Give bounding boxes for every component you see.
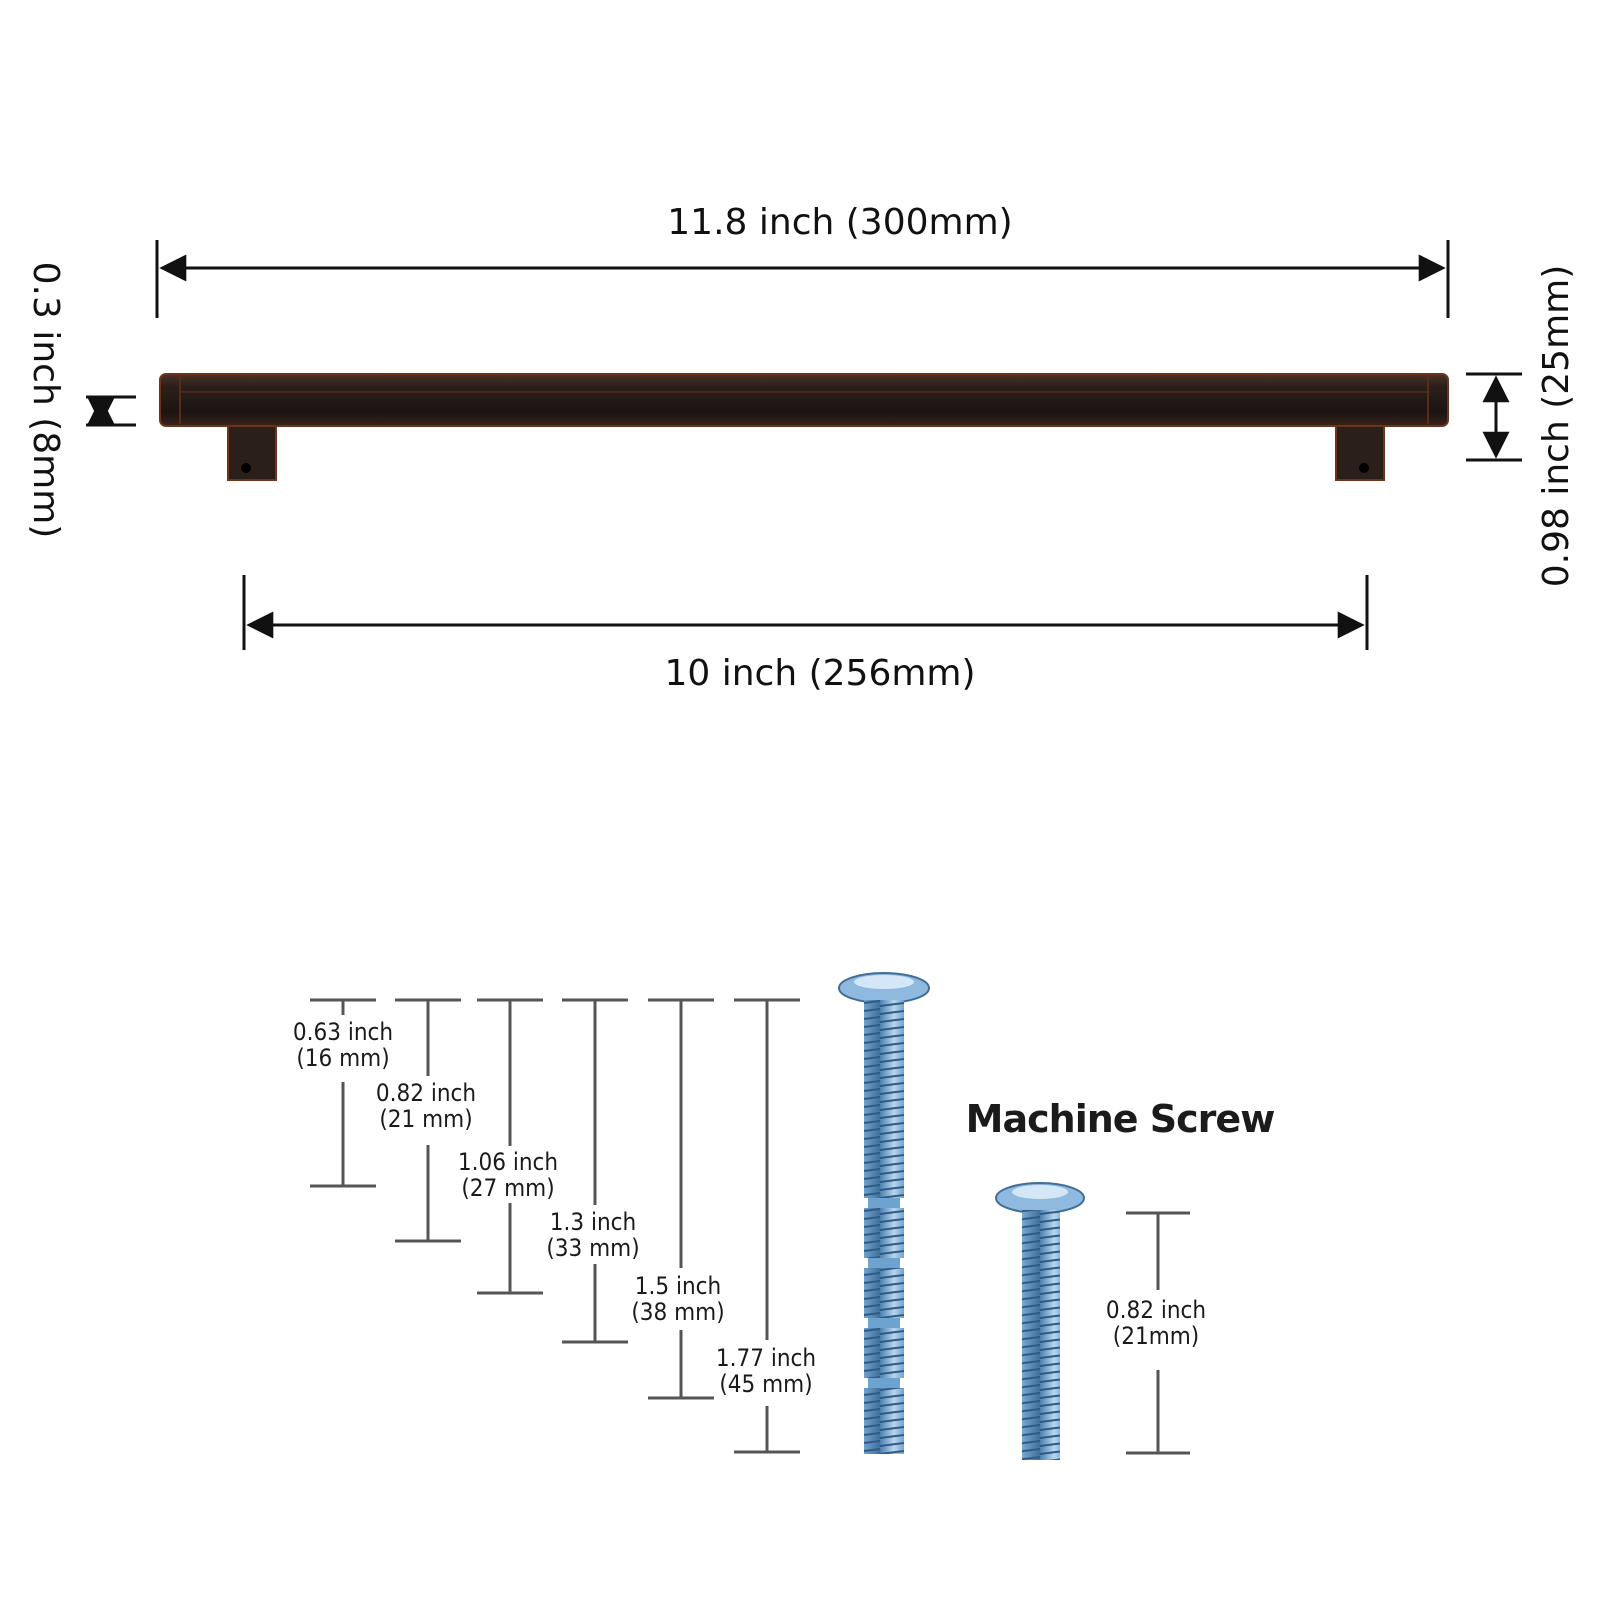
gauge-1-3-inch: 1.3 inch (33 mm) bbox=[546, 998, 640, 1344]
gauge-1-5-mm-value: (38 mm) bbox=[631, 1298, 724, 1326]
gauge-0-82-inch: 0.82 inch (21 mm) bbox=[376, 998, 476, 1243]
gauge-0-82-inch-value: 0.82 inch bbox=[376, 1079, 476, 1107]
gauge-1-3-inch-value: 1.3 inch bbox=[550, 1208, 636, 1236]
screw-length-gauges: 0.63 inch (16 mm) 0.82 inch (21 mm) 1.06… bbox=[293, 998, 816, 1454]
short-machine-screw-image bbox=[995, 1182, 1085, 1460]
gauge-1-77-inch: 1.77 inch (45 mm) bbox=[716, 998, 816, 1454]
projection-dimension: 0.98 inch (25mm) bbox=[1466, 265, 1577, 588]
overall-length-dimension: 11.8 inch (300mm) bbox=[155, 202, 1450, 318]
hole-spacing-dimension: 10 inch (256mm) bbox=[242, 575, 1369, 694]
gauge-1-3-mm-value: (33 mm) bbox=[546, 1234, 639, 1262]
short-screw-inch-value: 0.82 inch bbox=[1106, 1296, 1206, 1324]
gauge-1-06-mm-value: (27 mm) bbox=[461, 1174, 554, 1202]
gauge-0-63-mm-value: (16 mm) bbox=[296, 1044, 389, 1072]
cabinet-pull-handle bbox=[159, 373, 1449, 481]
bar-thickness-dimension: 0.3 inch (8mm) bbox=[25, 262, 136, 539]
gauge-1-77-mm-value: (45 mm) bbox=[719, 1370, 812, 1398]
gauge-0-63-inch-value: 0.63 inch bbox=[293, 1018, 393, 1046]
bar-thickness-label: 0.3 inch (8mm) bbox=[25, 262, 66, 539]
machine-screw-title: Machine Screw bbox=[966, 1097, 1275, 1141]
short-screw-gauge: 0.82 inch (21mm) bbox=[1106, 1211, 1206, 1455]
overall-length-label: 11.8 inch (300mm) bbox=[667, 202, 1012, 243]
projection-label: 0.98 inch (25mm) bbox=[1536, 265, 1577, 588]
gauge-1-77-inch-value: 1.77 inch bbox=[716, 1344, 816, 1372]
gauge-1-5-inch: 1.5 inch (38 mm) bbox=[631, 998, 725, 1400]
breakaway-machine-screw-image bbox=[838, 972, 930, 1454]
gauge-0-82-mm-value: (21 mm) bbox=[379, 1105, 472, 1133]
gauge-1-06-inch-value: 1.06 inch bbox=[458, 1148, 558, 1176]
gauge-0-63-inch: 0.63 inch (16 mm) bbox=[293, 998, 393, 1188]
gauge-1-5-inch-value: 1.5 inch bbox=[635, 1272, 721, 1300]
gauge-1-06-inch: 1.06 inch (27 mm) bbox=[458, 998, 558, 1295]
hole-spacing-label: 10 inch (256mm) bbox=[664, 653, 975, 694]
short-screw-mm-value: (21mm) bbox=[1113, 1322, 1199, 1350]
